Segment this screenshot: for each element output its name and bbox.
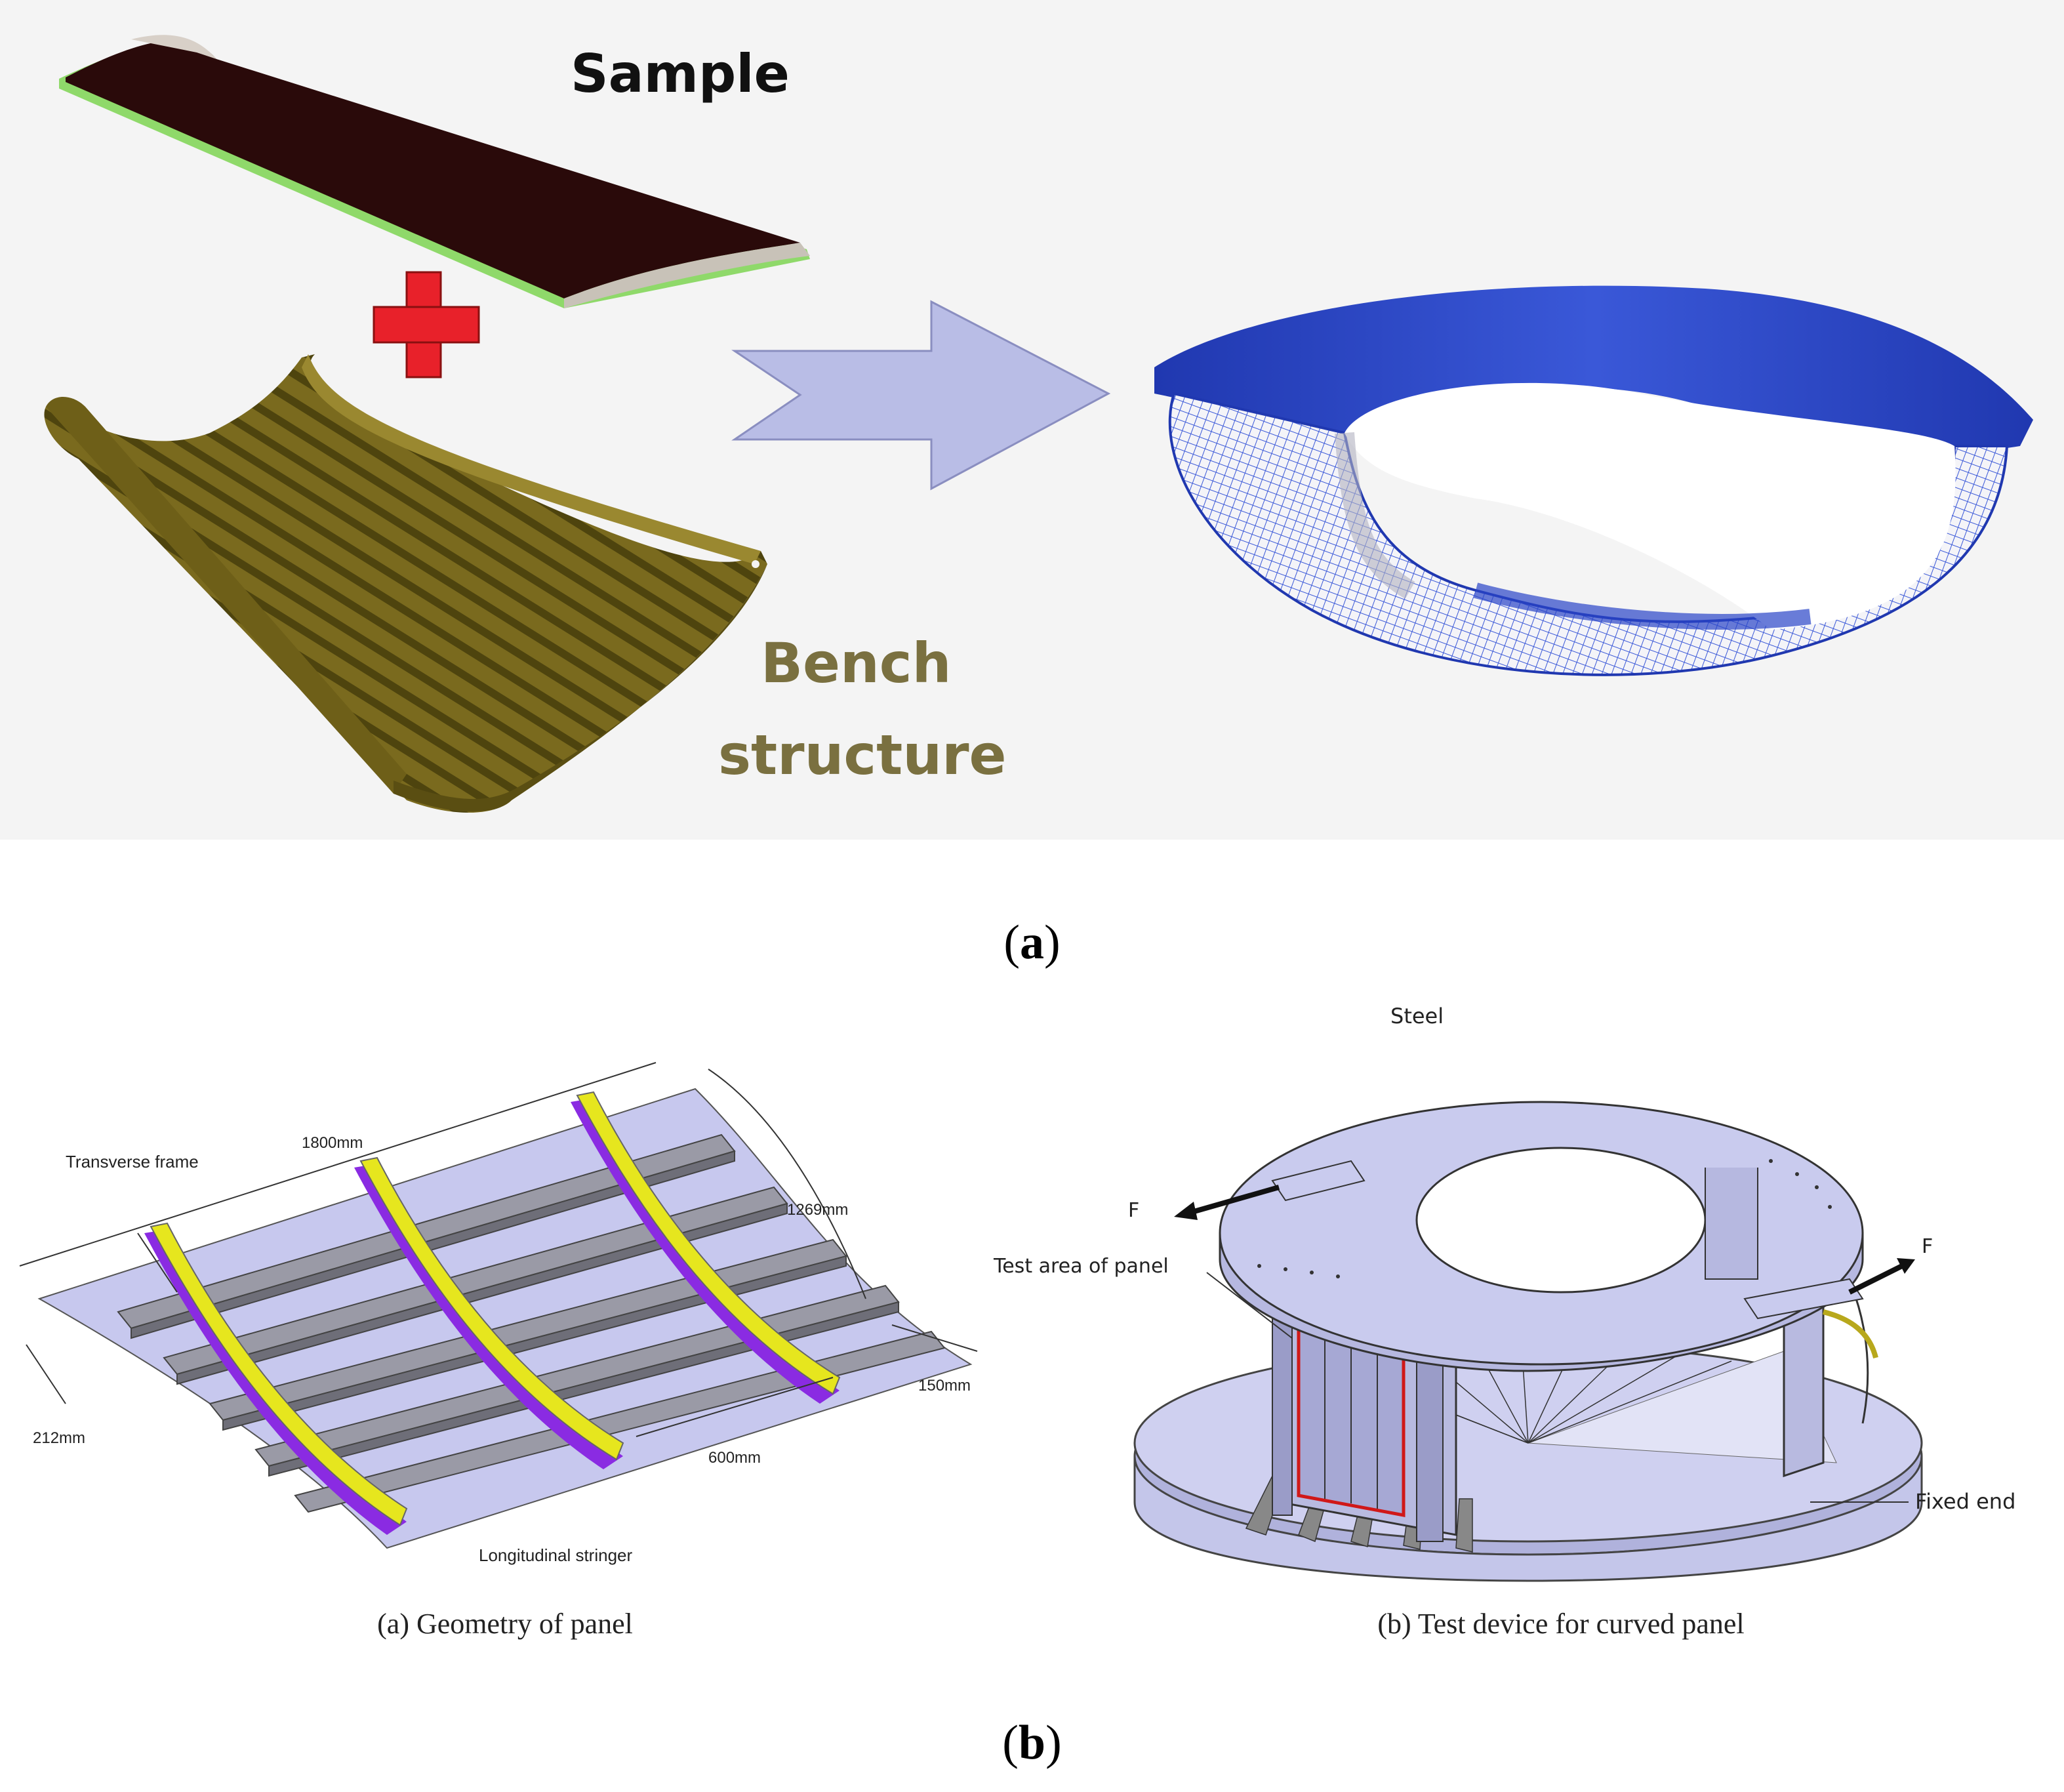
label-150mm: 150mm	[918, 1377, 971, 1395]
force-arrow-left-icon	[1186, 1185, 1280, 1216]
caption-geometry-of-panel: (a) Geometry of panel	[377, 1608, 633, 1640]
label-longitudinal-stringer: Longitudinal stringer	[479, 1545, 632, 1565]
label-bench-line1: Bench	[761, 631, 951, 695]
label-test-area-of-panel: Test area of panel	[993, 1255, 1169, 1278]
transverse-frames	[144, 1091, 841, 1535]
dimension-lines	[19, 1062, 978, 1437]
bench-structure	[44, 354, 767, 813]
label-212mm: 212mm	[33, 1429, 85, 1447]
label-sample: Sample	[571, 43, 790, 104]
right-clamp	[1743, 1278, 1864, 1320]
label-transverse-frame: Transverse frame	[66, 1152, 199, 1171]
label-force-left: F	[1128, 1199, 1139, 1222]
caption-test-device: (b) Test device for curved panel	[1377, 1608, 1745, 1640]
label-steel: Steel	[1390, 1004, 1444, 1028]
label-force-right: F	[1922, 1235, 1933, 1258]
steel-ring	[1219, 1101, 1864, 1372]
plus-icon	[373, 271, 480, 378]
label-bench-line2: structure	[718, 723, 1007, 787]
label-600mm: 600mm	[708, 1449, 761, 1467]
geometry-of-panel-figure: Transverse frame 1800mm 1269mm 212mm 150…	[19, 1062, 978, 1565]
panel-a-illustration: Sample Bench structure	[44, 35, 2033, 813]
sample-plate	[59, 35, 810, 308]
caption-a: (a)	[1003, 916, 1061, 969]
arrow-icon	[731, 300, 1111, 491]
mesh-result	[1154, 285, 2033, 676]
panel-a: Sample Bench structure	[0, 0, 2064, 840]
label-fixed-end: Fixed end	[1915, 1489, 2015, 1514]
test-device-figure: Steel F F Test area of panel Fixed end	[993, 1004, 2015, 1582]
left-clamp	[1271, 1160, 1366, 1202]
caption-b: (b)	[1002, 1716, 1062, 1770]
label-1800mm: 1800mm	[302, 1134, 363, 1152]
label-1269mm: 1269mm	[787, 1201, 848, 1219]
force-arrow-right-icon	[1848, 1263, 1903, 1295]
